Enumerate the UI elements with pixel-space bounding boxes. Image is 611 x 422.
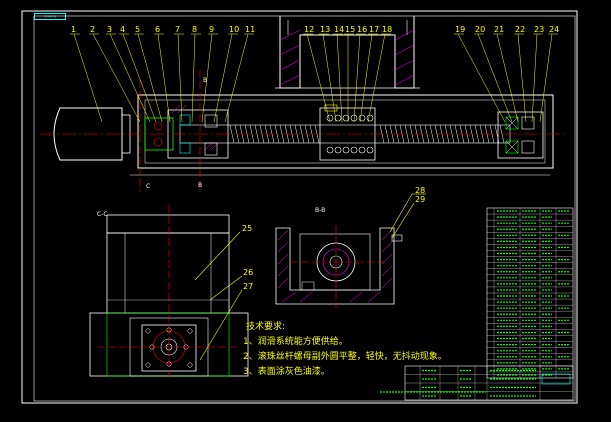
notes-title: 技术要求: (246, 322, 286, 332)
screw-housing (137, 94, 554, 169)
callout-7: 7 (175, 25, 180, 34)
callout-29: 29 (415, 195, 425, 204)
callout-17: 17 (369, 25, 379, 34)
upper-column (275, 16, 420, 89)
callout-28: 28 (415, 186, 425, 195)
parts-list-table (486, 207, 574, 379)
callout-18: 18 (382, 25, 392, 34)
callout-3: 3 (107, 25, 112, 34)
view-marker-b-top: B (203, 77, 207, 84)
drawing-border-inner (33, 15, 576, 402)
technical-requirements: 技术要求: 1、润滑系统能方便供给。 2、滚珠丝杆螺母副外圆平整，轻快，无抖动现… (243, 320, 447, 380)
callout-12: 12 (304, 25, 314, 34)
callout-21: 21 (494, 25, 504, 34)
view-marker-c: C (146, 183, 150, 190)
note-item-1: 1、润滑系统能方便供给。 (243, 337, 348, 347)
callout-26: 26 (243, 268, 253, 277)
callout-16: 16 (357, 25, 367, 34)
column-hatch (279, 29, 415, 86)
callout-27: 27 (243, 282, 253, 291)
ball-nut-block (319, 104, 376, 161)
callout-24: 24 (549, 25, 559, 34)
view-label-cc: C-C (97, 211, 108, 218)
callout-5: 5 (135, 25, 140, 34)
callout-19: 19 (455, 25, 465, 34)
callout-8: 8 (192, 25, 197, 34)
callout-11: 11 (245, 25, 255, 34)
callout-10: 10 (229, 25, 239, 34)
callout-14: 14 (334, 25, 344, 34)
callout-13: 13 (320, 25, 330, 34)
title-block (380, 365, 574, 401)
callout-23: 23 (534, 25, 544, 34)
callout-9: 9 (209, 25, 214, 34)
note-item-3: 3、表面涂灰色油漆。 (243, 367, 330, 377)
side-view-cc: C-C 25 26 27 (89, 205, 253, 380)
callout-1: 1 (71, 25, 76, 34)
callout-6: 6 (155, 25, 160, 34)
callout-22: 22 (515, 25, 525, 34)
callout-4: 4 (120, 25, 125, 34)
section-hatch (277, 229, 393, 303)
view-marker-b-bottom: B (198, 182, 202, 189)
right-bearing-block (497, 111, 544, 159)
callout-2: 2 (90, 25, 95, 34)
left-bearing-block (144, 104, 229, 159)
drawing-border-outer (21, 10, 578, 404)
callout-15: 15 (345, 25, 355, 34)
callout-20: 20 (475, 25, 485, 34)
callouts-side-left: 25 26 27 (194, 224, 253, 361)
section-label-bb: B-B (315, 207, 325, 214)
section-view-bb: B-B 28 29 (275, 186, 426, 308)
note-item-2: 2、滚珠丝杆螺母副外圆平整，轻快，无抖动现象。 (243, 352, 447, 362)
callout-25: 25 (242, 224, 252, 233)
